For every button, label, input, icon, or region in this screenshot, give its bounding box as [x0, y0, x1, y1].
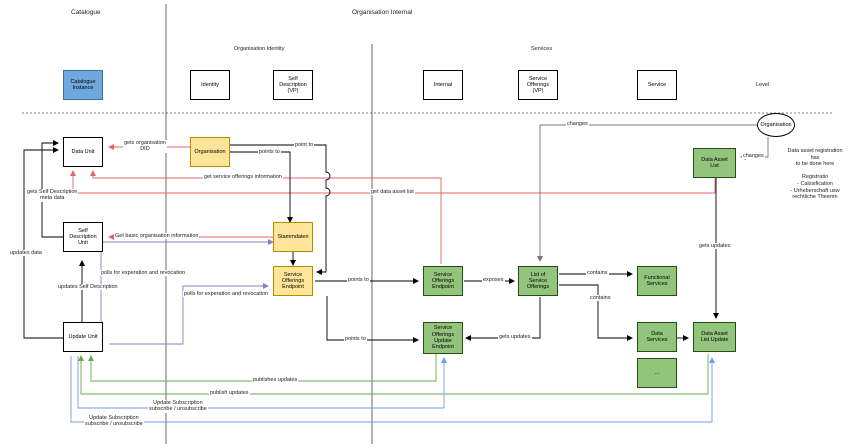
- organisation-box[interactable]: Organisation: [190, 137, 230, 167]
- label-get-basic-organisation-information: Get basic organisation information: [114, 233, 200, 240]
- label-get-service-offerings-information: get service offerings information: [203, 174, 283, 181]
- edge-get-service-offerings-info: [90, 170, 442, 264]
- edge-updates-data: [23, 147, 63, 339]
- header-catalogue: Catalogue: [71, 9, 101, 16]
- label-updates-self-description: updates Self Description: [57, 284, 119, 291]
- service-offerings-update-endpoint-box[interactable]: Service Offerings Update Endpoint: [423, 322, 463, 354]
- list-of-service-offerings-box[interactable]: List of Service Offerings: [518, 266, 558, 296]
- edge-publish-updates: [78, 354, 709, 395]
- edge-point-to: [230, 144, 331, 275]
- label-gets-self-description-meta-data: gets Self Description meta data: [26, 189, 79, 202]
- catalogue-instance-box[interactable]: Catalogue Instance: [63, 70, 103, 100]
- label-publish-updates: publish updates: [209, 390, 250, 397]
- label-gets-organisation-did: gets organisation DID: [123, 140, 167, 153]
- label-points-to-1: points to: [258, 149, 281, 156]
- note-data-asset-registration: Data asset registration has to be done h…: [787, 148, 843, 201]
- ellipsis-box[interactable]: ...: [637, 358, 677, 388]
- edge-polls-expiration-1: [100, 239, 274, 322]
- label-changes-1: changes: [566, 121, 589, 128]
- self-description-vp-box[interactable]: Self Description (VP): [273, 70, 313, 100]
- organisation-circle[interactable]: Organisation: [757, 113, 795, 137]
- edge-points-to-3: [326, 296, 419, 343]
- edge-points-to-1: [230, 151, 293, 223]
- data-asset-list-update-box[interactable]: Data Asset List Update: [693, 322, 736, 352]
- label-updates-data: updates data: [9, 250, 43, 257]
- functional-services-box[interactable]: Functional Services: [637, 266, 677, 296]
- label-gets-updates-1: gets updates: [498, 334, 532, 341]
- label-gets-updates-2: gets updates: [698, 243, 732, 250]
- label-points-to-3: points to: [344, 336, 367, 343]
- service-offerings-endpoint-green-box[interactable]: Service Offerings Endpoint: [423, 266, 463, 296]
- internal-box[interactable]: Internal: [423, 70, 463, 100]
- label-contains-2: contains: [589, 295, 612, 302]
- label-polls-for-expiration-2: polls for experation and revocation: [183, 291, 270, 298]
- service-offerings-vp-box[interactable]: Service Offerings (VP): [518, 70, 558, 100]
- label-points-to-2: points to: [347, 277, 370, 284]
- header-organisation-internal: Organisation Internal: [352, 9, 413, 16]
- data-asset-list-box[interactable]: Data Asset List: [693, 148, 736, 178]
- header-organisation-identity: Organisation Identity: [234, 46, 285, 52]
- label-get-data-asset-list: get data asset list: [370, 189, 415, 196]
- update-unit-box[interactable]: Update Unit: [63, 322, 103, 352]
- self-description-unit-box[interactable]: Self Description Unit: [63, 222, 103, 252]
- service-box[interactable]: Service: [637, 70, 677, 100]
- data-services-box[interactable]: Data Services: [637, 322, 677, 352]
- label-exposes: exposes: [482, 277, 505, 284]
- label-update-subscription-1: Update Subscription subscribe / unsubscr…: [148, 400, 208, 413]
- edge-contains-2: [559, 284, 633, 341]
- service-offerings-endpoint-yellow-box[interactable]: Service Offerings Endpoint: [273, 266, 313, 296]
- label-polls-for-expiration-1: polls for experation and revocation: [100, 270, 187, 277]
- edge-changes-1: [537, 124, 757, 262]
- label-update-subscription-2: Update Subscription subscribe / unsubscr…: [84, 415, 144, 428]
- header-services: Services: [531, 46, 553, 52]
- identity-box[interactable]: Identity: [190, 70, 230, 100]
- data-unit-box[interactable]: Data Unit: [63, 137, 103, 167]
- edge-update-subscription-2: [70, 356, 715, 423]
- level-label: Level: [756, 82, 770, 88]
- edge-update-subscription-1: [77, 356, 447, 409]
- edge-polls-expiration-2: [109, 283, 269, 345]
- stammdaten-box[interactable]: Stammdaten: [273, 222, 313, 252]
- label-contains-1: contains: [586, 270, 609, 277]
- edge-gets-updates-1: [465, 297, 541, 341]
- label-changes-2: changes: [742, 153, 765, 160]
- label-publishes-updates: publishes updates: [252, 377, 299, 384]
- label-point-to: point to: [294, 142, 315, 149]
